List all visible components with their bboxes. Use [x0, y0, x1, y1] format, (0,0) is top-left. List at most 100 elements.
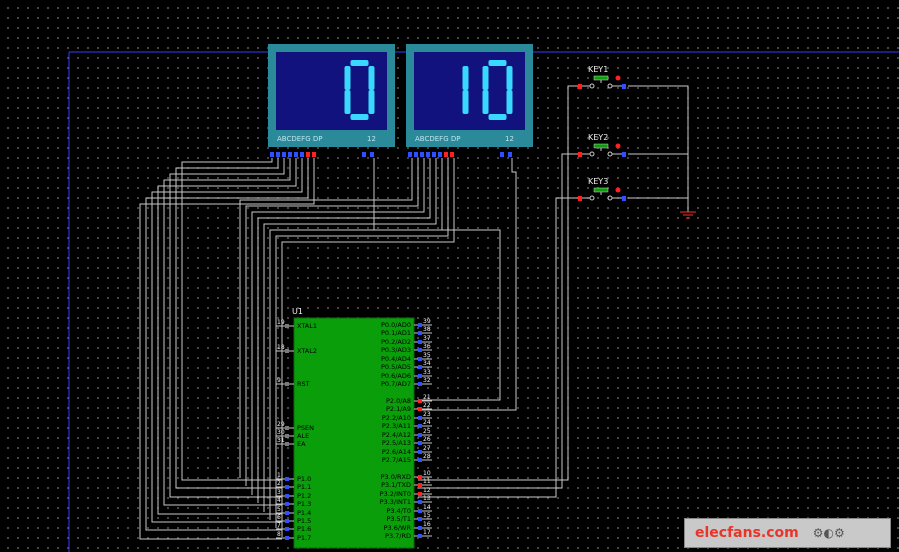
wire-display1-seg-5	[151, 158, 303, 523]
chip-pin-name: P2.4/A12	[382, 431, 411, 439]
chip-pin-number: 7	[277, 522, 281, 529]
display-pin	[300, 152, 304, 157]
chip-pin-number: 27	[423, 445, 431, 452]
watermark-text: elecfans.com	[695, 525, 799, 541]
chip-pin-number: 19	[277, 319, 285, 326]
key-contact	[589, 195, 595, 201]
display-pin	[420, 152, 424, 157]
key-contact	[589, 83, 595, 89]
chip-pin-marker	[285, 502, 289, 506]
wire-key1	[418, 85, 578, 481]
wire-display1-common	[373, 158, 501, 401]
chip-pin-name: P1.6	[297, 525, 311, 533]
display-pin	[408, 152, 412, 157]
chip-pin-marker	[285, 494, 289, 498]
wire-display1-seg-2	[169, 158, 285, 498]
chip-pin-name: P2.5/A13	[382, 439, 411, 447]
chip-pin-name: PSEN	[297, 424, 314, 432]
chip-pin-name: P0.1/AD1	[381, 329, 411, 337]
chip-pin-marker	[285, 442, 289, 446]
segment-c	[368, 90, 375, 114]
key-1: KEY1	[578, 65, 626, 89]
key-contact	[607, 151, 613, 157]
chip-pin-number: 25	[423, 428, 431, 435]
chip-pin-marker	[418, 441, 422, 445]
chip-pin-number: 36	[423, 343, 431, 350]
display-pin	[294, 152, 298, 157]
display-pin	[438, 152, 442, 157]
chip-pin-number: 1	[277, 472, 281, 479]
chip-pin-marker	[285, 511, 289, 515]
segment-b	[368, 66, 375, 90]
chip-pin-marker	[418, 492, 422, 496]
chip-pin-marker	[285, 527, 289, 531]
key-cap	[593, 187, 609, 193]
chip-pin-marker	[418, 323, 422, 327]
wires	[139, 85, 696, 540]
segment-d	[488, 114, 507, 120]
chip-pin-name: XTAL2	[297, 347, 317, 355]
key-label: KEY3	[588, 177, 608, 186]
chip-pin-name: P3.0/RXD	[381, 473, 411, 481]
chip-pin-name: P1.5	[297, 517, 311, 525]
chip-pin-marker	[418, 458, 422, 462]
segment-d	[350, 114, 369, 120]
wire-display2-seg-7	[281, 158, 455, 537]
chip-pin-number: 30	[277, 429, 285, 436]
watermark: elecfans.com ⚙◐⚙	[684, 518, 891, 548]
chip-pin-number: 24	[423, 419, 431, 426]
chip-pin-marker	[418, 450, 422, 454]
chip-pin-number: 22	[423, 402, 431, 409]
chip-pin-number: 28	[423, 453, 431, 460]
chip-pin-number: 18	[277, 344, 285, 351]
chip-pin-number: 21	[423, 394, 431, 401]
chip-pin-name: P3.2/INT0	[380, 490, 411, 498]
key-pin-left	[578, 196, 582, 201]
display-pin	[288, 152, 292, 157]
wire-display1-seg-4	[157, 158, 297, 515]
key-pin-right	[622, 196, 626, 201]
chip-pin-marker	[418, 382, 422, 386]
chip-pin-marker	[285, 426, 289, 430]
chip-pin-marker	[418, 374, 422, 378]
wire-ground-rail	[628, 85, 689, 212]
chip-pin-marker	[418, 399, 422, 403]
chip-pin-number: 29	[277, 421, 285, 428]
display-common-pin	[362, 152, 366, 157]
segment-c	[462, 90, 469, 114]
display-pin	[270, 152, 274, 157]
key-pin-left	[578, 152, 582, 157]
chip-pin-marker	[418, 526, 422, 530]
display-common-label: 12	[505, 135, 514, 143]
chip-pin-name: P2.7/A15	[382, 456, 411, 464]
key-probe-icon	[615, 143, 621, 149]
chip-pin-name: P2.0/A8	[386, 397, 411, 405]
chip-pin-number: 4	[277, 497, 281, 504]
chip-pin-name: XTAL1	[297, 322, 317, 330]
segment-e	[344, 90, 351, 114]
display-common-pin	[508, 152, 512, 157]
chip-pin-number: 38	[423, 326, 431, 333]
key-cap	[593, 75, 609, 81]
chip-pin-name: P1.1	[297, 483, 311, 491]
chip-pin-marker	[418, 517, 422, 521]
chip-pin-number: 17	[423, 529, 431, 536]
display-pin	[312, 152, 316, 157]
wire-display2-seg-0	[239, 158, 413, 478]
chip-pin-number: 23	[423, 411, 431, 418]
wire-display1-seg-6	[145, 158, 309, 531]
chip-pin-number: 31	[277, 437, 285, 444]
chip-pin-name: P3.3/INT1	[380, 498, 411, 506]
display-pin	[306, 152, 310, 157]
chip-pin-number: 39	[423, 318, 431, 325]
key-contact	[607, 83, 613, 89]
chip-pin-name: RST	[297, 380, 310, 388]
chip-pin-number: 12	[423, 487, 431, 494]
chip-pin-marker	[418, 534, 422, 538]
chip-pin-marker	[418, 407, 422, 411]
chip-pin-name: P1.3	[297, 500, 311, 508]
